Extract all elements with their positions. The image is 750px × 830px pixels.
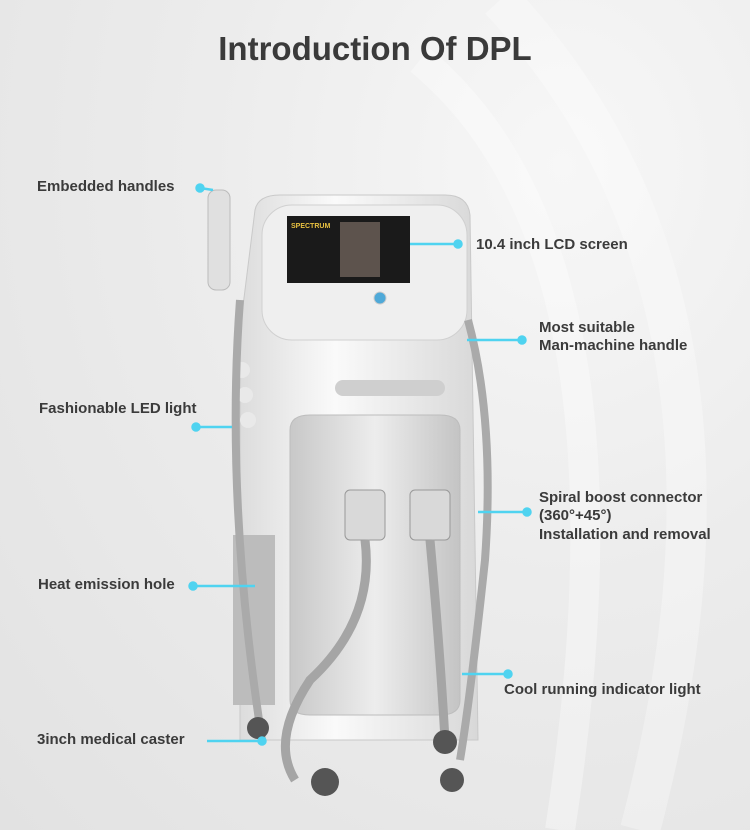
embedded-handle (207, 189, 231, 291)
label-embedded-handles: Embedded handles (37, 178, 175, 195)
label-spiral-3: Installation and removal (539, 526, 711, 543)
label-handle-2: Man-machine handle (539, 337, 688, 354)
label-lcd-screen: 10.4 inch LCD screen (476, 236, 628, 253)
label-spiral-1: Spiral boost connector (539, 489, 703, 506)
label-heat-hole: Heat emission hole (38, 576, 175, 593)
label-caster: 3inch medical caster (37, 731, 185, 748)
label-cool-light: Cool running indicator light (504, 681, 701, 698)
screen-brand: SPECTRUM (291, 223, 330, 230)
label-handle-1: Most suitable (539, 319, 635, 336)
label-led-light: Fashionable LED light (39, 400, 197, 417)
page-title: Introduction Of DPL (218, 30, 532, 67)
label-spiral-2: (360°+45°) (539, 507, 612, 524)
power-button (373, 291, 387, 305)
